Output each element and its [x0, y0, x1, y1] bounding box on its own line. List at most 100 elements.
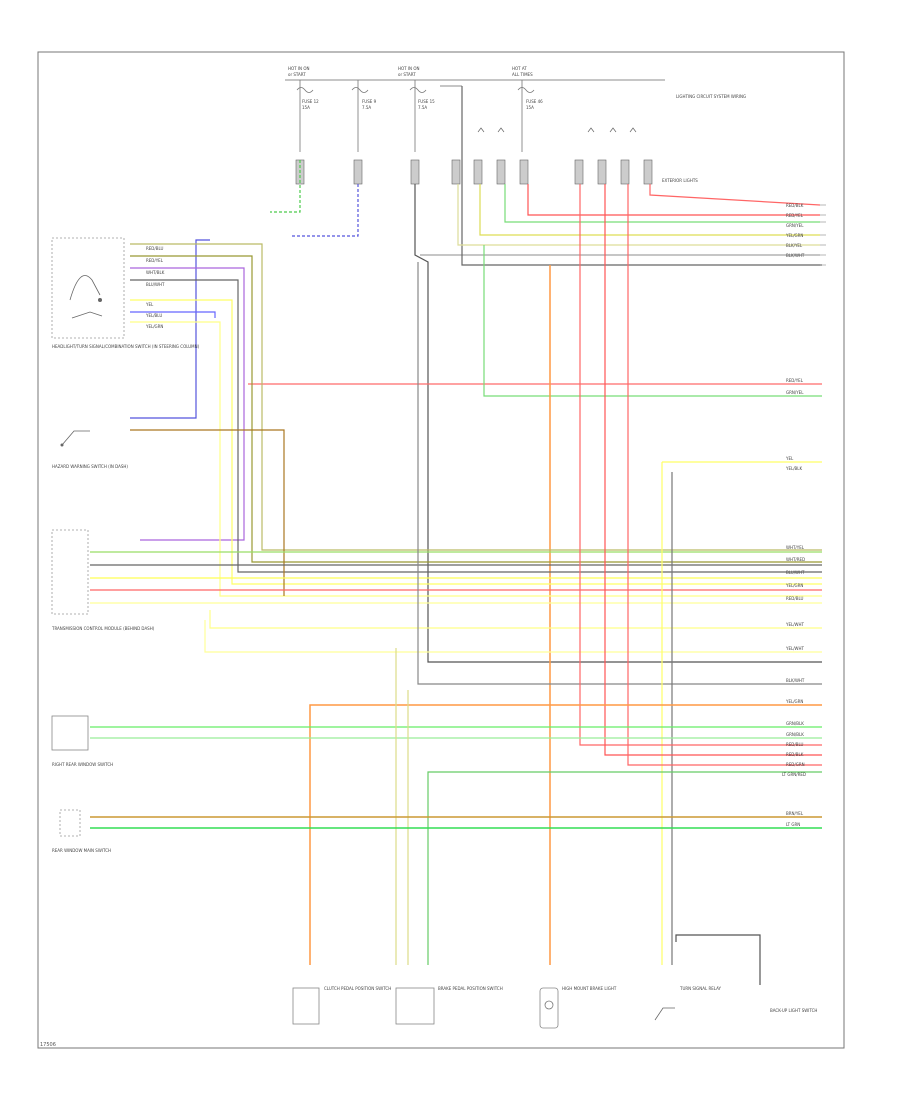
wire-main-7 [130, 321, 822, 597]
wire-blu-fuse9 [290, 184, 359, 237]
fuse-header-4: HOT AT [512, 66, 527, 71]
right-label: RED/BLK [786, 752, 804, 757]
right-label: LT GRN/RED [782, 772, 806, 777]
diagram-border [37, 51, 845, 1049]
right-label: BLK/WHT [786, 253, 805, 258]
arrow-4 [609, 127, 617, 133]
wire-grn-2 [483, 245, 822, 397]
fuse-rating-2: 7.5A [362, 105, 371, 110]
right-label: YEL/WHT [785, 646, 805, 651]
arrow-5 [629, 127, 637, 133]
combination-switch: HEADLIGHT/TURN SIGNAL/COMBINATION SWITCH… [51, 237, 200, 349]
fuse-rating-3: 7.5A [418, 105, 427, 110]
fuse-symbols [296, 87, 535, 93]
right-label: GRN/BLK [786, 721, 804, 726]
turn-relay-label: TURN SIGNAL RELAY [679, 986, 722, 991]
brake-switch-box [395, 987, 435, 1025]
right-terminals [820, 204, 826, 266]
left-label: RED/YEL [146, 258, 164, 263]
combination-switch-box [51, 237, 125, 339]
rear-window-main-switch: REAR WINDOW MAIN SWITCH [52, 809, 111, 853]
fuse-header-3: HOT IN ON [398, 66, 419, 71]
wire-grn-5 [427, 771, 822, 965]
right-label: GRN/BLK [786, 732, 804, 737]
connector-c5 [473, 159, 483, 185]
fuse-name-3: FUSE 15 [418, 99, 435, 104]
fuse-symbol-4 [517, 87, 535, 93]
wire-main-6 [130, 311, 216, 318]
right-label: WHT/YEL [786, 545, 805, 550]
wire-relay [675, 934, 761, 985]
turn-relay-contact [654, 1007, 675, 1021]
left-label: YEL [145, 302, 154, 307]
right-label: BLU/WHT [786, 570, 805, 575]
right-label: YEL/GRN [785, 699, 803, 704]
wire-grn-1 [504, 184, 820, 223]
brake-light-box [539, 987, 559, 1029]
fuse-symbol-1 [296, 87, 314, 93]
right-label: YEL/WHT [785, 622, 805, 627]
fuse-name-4: FUSE 46 [526, 99, 543, 104]
connector-c10 [620, 159, 630, 185]
right-label: YEL/BLK [785, 466, 803, 471]
wire-mod-7 [204, 620, 822, 653]
connector-c7 [519, 159, 529, 185]
right-label: RED/BLU [786, 596, 804, 601]
wire-yel-1 [479, 184, 820, 236]
left-label: WHT/BLK [146, 270, 165, 275]
left-label: YEL/BLU [145, 313, 162, 318]
left-label: YEL/GRN [145, 324, 163, 329]
hazard-switch-contact [61, 430, 90, 446]
hazard-switch-label: HAZARD WARNING SWITCH (IN DASH) [52, 464, 128, 469]
fuse-sub-4: ALL TIMES [512, 72, 533, 77]
wire-main-3 [130, 267, 245, 541]
backup-switch-label: BACK-UP LIGHT SWITCH [770, 1008, 817, 1013]
wire-red-1 [527, 184, 820, 216]
wire-org-2 [309, 704, 822, 965]
wire-blu-switch [130, 239, 210, 419]
right-label: RED/BLU [786, 742, 804, 747]
connector-c9 [597, 159, 607, 185]
connector-arrows [477, 127, 637, 133]
fuse-symbol-2 [351, 87, 369, 93]
wire-blk-2 [461, 86, 822, 266]
hazard-switch-node [60, 443, 64, 447]
right-label: BLK/WHT [786, 678, 805, 683]
left-wire-labels: RED/BLU RED/YEL WHT/BLK BLU/WHT YEL YEL/… [145, 246, 165, 329]
wire-red-3 [579, 184, 822, 746]
right-label: BLK/YEL [786, 243, 803, 248]
fuse-sub-3: or START [398, 72, 416, 77]
brake-switch-label: BRAKE PEDAL POSITION SWITCH [438, 986, 503, 991]
fuse-rating-1: 15A [302, 105, 310, 110]
rear-window-switch: RIGHT REAR WINDOW SWITCH [51, 715, 113, 767]
footer-code: 17506 [40, 1042, 56, 1048]
fuse-rating-4: 15A [526, 105, 534, 110]
wire-main-4 [130, 279, 822, 573]
connector-c3 [410, 159, 420, 185]
fuse-sub-1: or START [288, 72, 306, 77]
connector-c4 [451, 159, 461, 185]
connector-c6 [496, 159, 506, 185]
wire-main-1 [130, 243, 822, 551]
transmission-module-label: TRANSMISSION CONTROL MODULE (BEHIND DASH… [51, 626, 155, 631]
clutch-switch-label: CLUTCH PEDAL POSITION SWITCH [324, 986, 391, 991]
switch-node [98, 298, 102, 302]
right-label: WHT/RED [786, 557, 805, 562]
wire-main-5 [130, 299, 822, 585]
right-label: GRN/YEL [786, 390, 804, 395]
wire-grn-fuse12 [270, 160, 301, 213]
hazard-switch: HAZARD WARNING SWITCH (IN DASH) [52, 430, 128, 469]
left-label: RED/BLU [146, 246, 164, 251]
rear-window-switch-box [51, 715, 89, 751]
switch-contact-1 [69, 275, 101, 301]
right-label: YEL/GRN [785, 583, 803, 588]
rear-window-switch-label: RIGHT REAR WINDOW SWITCH [52, 762, 113, 767]
wire-stop-out [130, 429, 285, 596]
wire-red-5 [627, 184, 822, 766]
wire-mod-6 [209, 610, 822, 629]
wire-main-2 [130, 255, 822, 563]
top-fuse-headers: HOT IN ON or START HOT IN ON or START HO… [288, 66, 746, 110]
right-label: RED/BLK [786, 203, 804, 208]
transmission-module-box [51, 529, 89, 615]
